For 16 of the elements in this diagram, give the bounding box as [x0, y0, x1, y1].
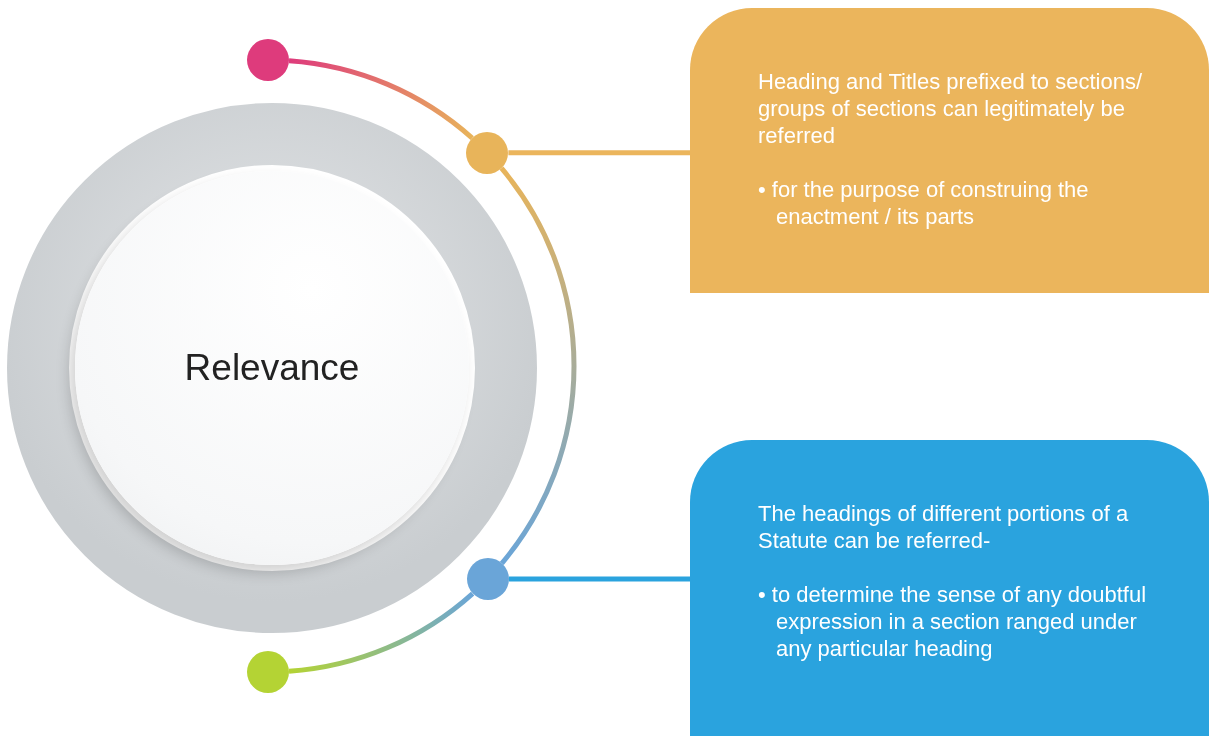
arc-connector [288, 591, 475, 674]
arc-connector [499, 166, 576, 565]
bullet-text: • for the purpose of construing the enactment / its parts [758, 176, 1090, 230]
dot-marker [466, 557, 509, 600]
card-heading: The headings of different portions of a Statute can be referred- [758, 500, 1130, 554]
info-card [690, 440, 1209, 736]
arc-connector [288, 58, 474, 141]
dot-marker [247, 651, 289, 693]
center-label: Relevance [184, 347, 360, 389]
info-card [690, 8, 1209, 293]
leader-line [508, 576, 690, 582]
dot-marker [247, 39, 289, 81]
card-heading: Heading and Titles prefixed to sections/ groups of sections can legitimately be referred [758, 68, 1143, 149]
bullet-text: • to determine the sense of any doubtful expression in a section ranged under any particular heading [758, 581, 1148, 662]
leader-line [508, 150, 690, 156]
dot-marker [466, 131, 509, 174]
